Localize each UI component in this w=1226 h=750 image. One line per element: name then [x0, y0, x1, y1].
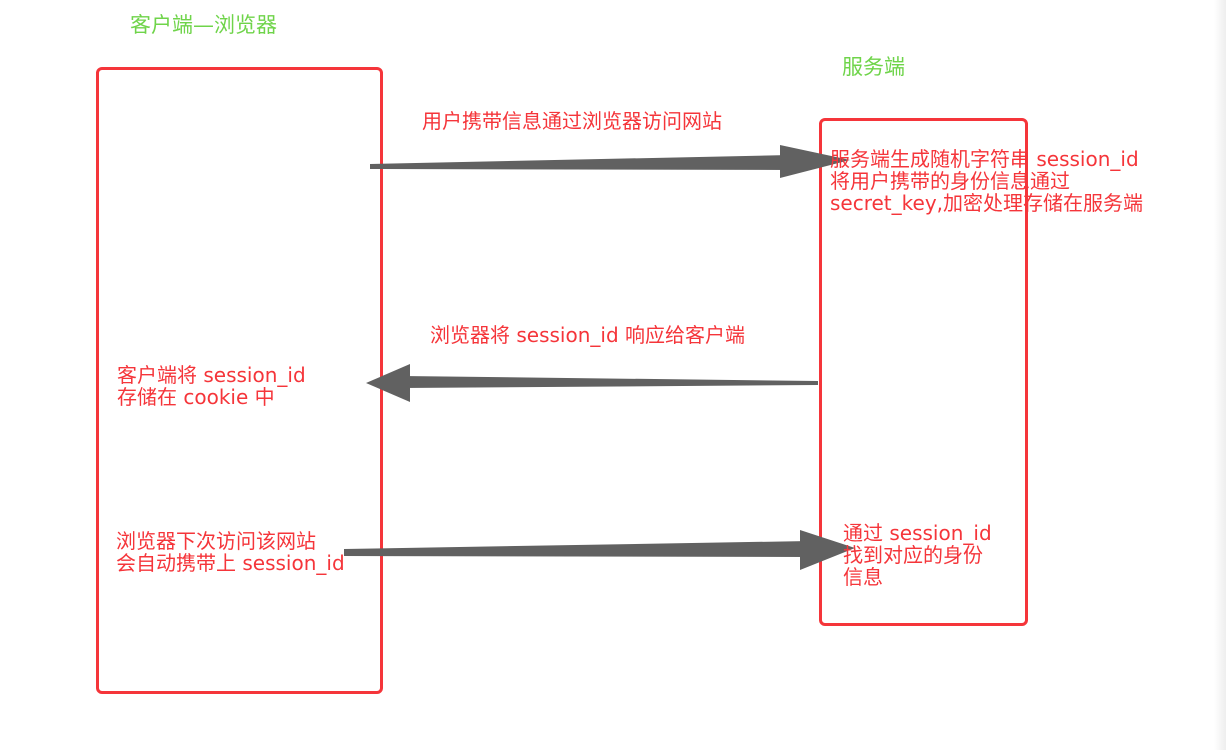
client-next-visit-line-1: 浏览器下次访问该网站	[116, 529, 316, 553]
server-lane-box	[819, 118, 1028, 626]
client-store-line-1: 客户端将 session_id	[117, 363, 306, 387]
client-next-visit-text: 浏览器下次访问该网站 会自动携带上 session_id	[116, 530, 345, 574]
page-edge-shadow	[1214, 0, 1226, 750]
server-lookup-line-3: 信息	[843, 565, 883, 589]
client-store-line-2: 存储在 cookie 中	[117, 385, 275, 409]
request-arrow	[370, 145, 850, 178]
client-title: 客户端—浏览器	[130, 13, 277, 37]
server-lookup-line-2: 找到对应的身份	[843, 543, 983, 567]
response-label: 浏览器将 session_id 响应给客户端	[430, 323, 745, 347]
server-generate-line-3: secret_key,加密处理存储在服务端	[830, 191, 1144, 215]
server-lookup-text: 通过 session_id 找到对应的身份 信息	[843, 522, 992, 588]
server-generate-line-1: 服务端生成随机字符串 session_id	[830, 147, 1139, 171]
client-store-text: 客户端将 session_id 存储在 cookie 中	[117, 364, 306, 408]
next-visit-arrow	[344, 530, 855, 570]
request-label: 用户携带信息通过浏览器访问网站	[422, 109, 722, 133]
client-next-visit-line-2: 会自动携带上 session_id	[116, 551, 345, 575]
server-title: 服务端	[842, 55, 905, 79]
server-lookup-line-1: 通过 session_id	[843, 521, 992, 545]
server-generate-line-2: 将用户携带的身份信息通过	[830, 169, 1070, 193]
response-arrow	[366, 364, 818, 402]
server-generate-text: 服务端生成随机字符串 session_id 将用户携带的身份信息通过 secre…	[830, 148, 1143, 214]
